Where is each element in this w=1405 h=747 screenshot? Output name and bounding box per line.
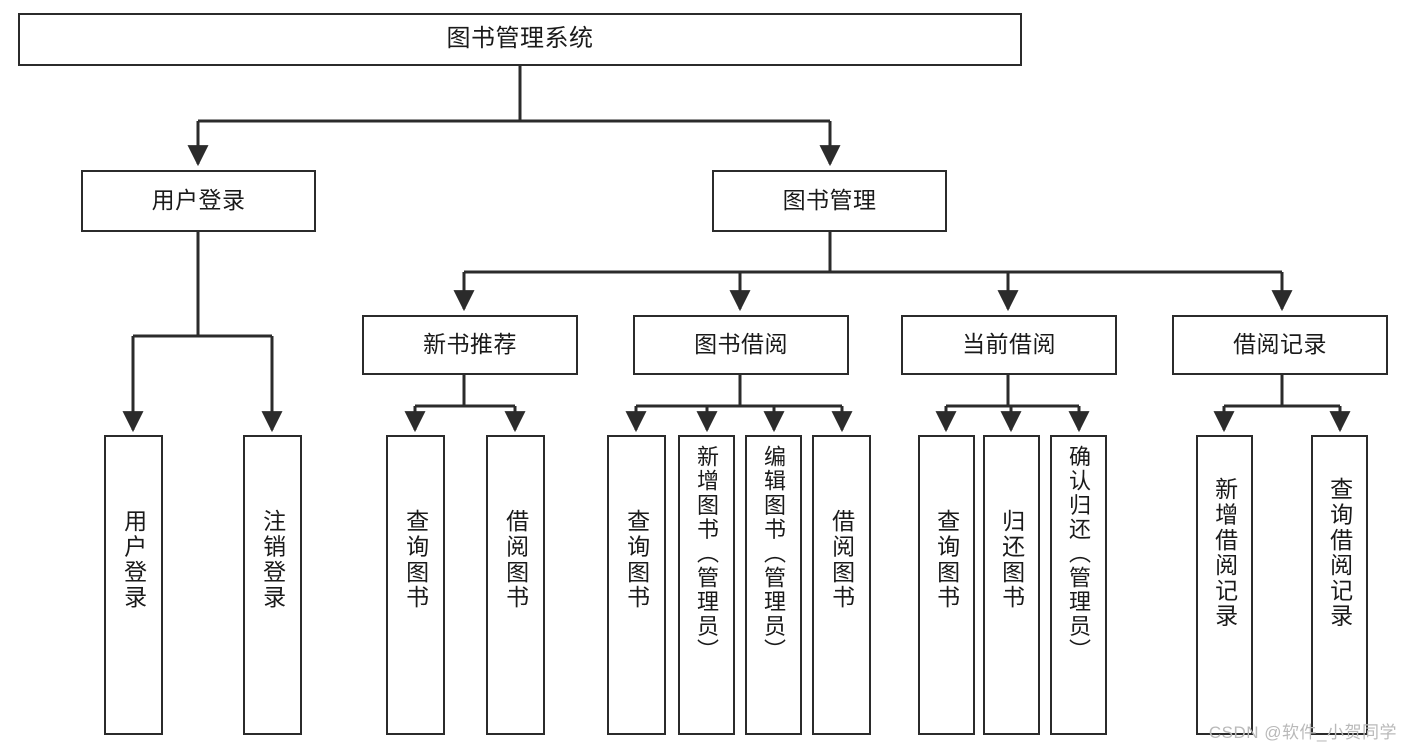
node-leaf-query-book-2[interactable]: 查询图书 xyxy=(607,435,666,735)
node-leaf-confirm-return[interactable]: 确认归还（管理员） xyxy=(1050,435,1107,735)
node-leaf-confirm-return-label: 确认归还（管理员） xyxy=(1066,445,1092,663)
node-book-borrow[interactable]: 图书借阅 xyxy=(633,315,849,375)
node-borrow-record-label: 借阅记录 xyxy=(1233,331,1327,358)
node-leaf-edit-book-label: 编辑图书（管理员） xyxy=(761,445,787,663)
node-leaf-query-book-3-label: 查询图书 xyxy=(933,509,960,611)
node-leaf-add-book-label: 新增图书（管理员） xyxy=(694,445,720,663)
node-user-login[interactable]: 用户登录 xyxy=(81,170,316,232)
node-new-book-rec[interactable]: 新书推荐 xyxy=(362,315,578,375)
node-leaf-query-book-1-label: 查询图书 xyxy=(402,509,429,611)
node-book-manage-label: 图书管理 xyxy=(782,187,877,214)
node-current-borrow-label: 当前借阅 xyxy=(962,331,1056,358)
node-leaf-borrow-book-2[interactable]: 借阅图书 xyxy=(812,435,871,735)
node-leaf-user-logout-label: 注销登录 xyxy=(259,509,286,611)
node-leaf-user-logout[interactable]: 注销登录 xyxy=(243,435,302,735)
node-leaf-user-login-label: 用户登录 xyxy=(120,509,147,611)
node-leaf-user-login[interactable]: 用户登录 xyxy=(104,435,163,735)
node-user-login-label: 用户登录 xyxy=(151,187,246,214)
node-leaf-borrow-book-1-label: 借阅图书 xyxy=(502,509,529,611)
node-leaf-query-record[interactable]: 查询借阅记录 xyxy=(1311,435,1368,735)
node-new-book-rec-label: 新书推荐 xyxy=(423,331,517,358)
node-leaf-query-book-1[interactable]: 查询图书 xyxy=(386,435,445,735)
node-current-borrow[interactable]: 当前借阅 xyxy=(901,315,1117,375)
node-leaf-return-book-label: 归还图书 xyxy=(998,509,1025,611)
watermark: CSDN @软件_小贺同学 xyxy=(1208,723,1397,742)
node-book-borrow-label: 图书借阅 xyxy=(694,331,788,358)
node-root-label: 图书管理系统 xyxy=(446,25,594,53)
node-leaf-edit-book[interactable]: 编辑图书（管理员） xyxy=(745,435,802,735)
node-leaf-query-book-2-label: 查询图书 xyxy=(623,509,650,611)
node-leaf-add-book[interactable]: 新增图书（管理员） xyxy=(678,435,735,735)
node-leaf-return-book[interactable]: 归还图书 xyxy=(983,435,1040,735)
node-leaf-add-record[interactable]: 新增借阅记录 xyxy=(1196,435,1253,735)
node-leaf-query-record-label: 查询借阅记录 xyxy=(1326,477,1353,629)
node-borrow-record[interactable]: 借阅记录 xyxy=(1172,315,1388,375)
node-root[interactable]: 图书管理系统 xyxy=(18,13,1022,66)
node-book-manage[interactable]: 图书管理 xyxy=(712,170,947,232)
node-leaf-query-book-3[interactable]: 查询图书 xyxy=(918,435,975,735)
node-leaf-borrow-book-2-label: 借阅图书 xyxy=(828,509,855,611)
node-leaf-borrow-book-1[interactable]: 借阅图书 xyxy=(486,435,545,735)
node-leaf-add-record-label: 新增借阅记录 xyxy=(1211,477,1238,629)
